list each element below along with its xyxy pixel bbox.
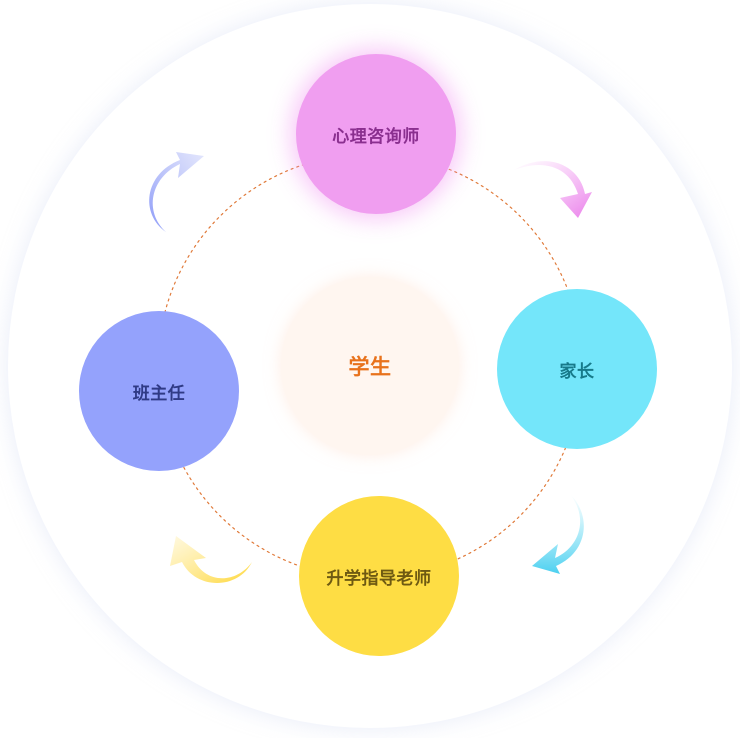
- parent-node: 家长: [497, 289, 657, 449]
- counselor-label: 心理咨询师: [332, 126, 420, 147]
- student-node: 学生: [281, 277, 459, 455]
- counselor-node: 心理咨询师: [296, 54, 456, 214]
- arrow-pink-icon: [514, 161, 592, 218]
- advisor-label: 升学指导老师: [326, 568, 432, 589]
- teacher-label: 班主任: [132, 383, 186, 404]
- teacher-node: 班主任: [79, 311, 239, 471]
- arrow-yellow-icon: [170, 536, 252, 583]
- student-label: 学生: [348, 355, 392, 379]
- advisor-node: 升学指导老师: [299, 496, 459, 656]
- arrow-cyan-icon: [532, 494, 584, 574]
- parent-label: 家长: [559, 361, 595, 382]
- arrow-blue-icon: [149, 152, 204, 232]
